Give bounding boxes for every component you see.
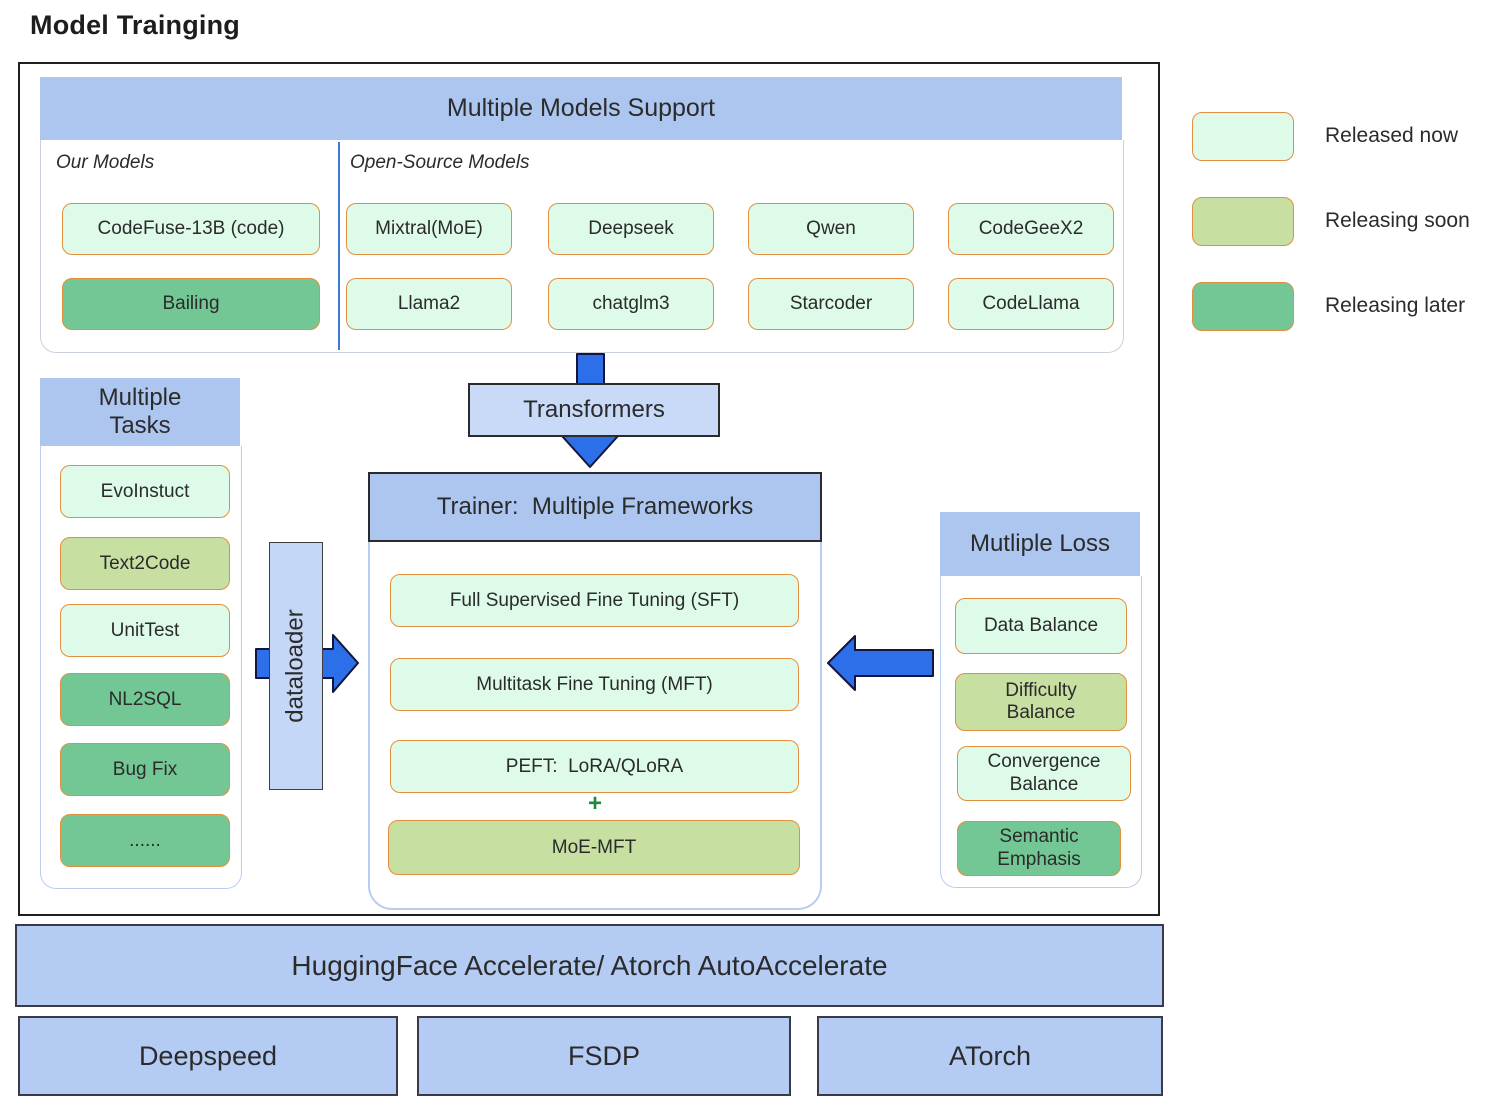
task-box-ellipsis: ...... <box>60 814 230 867</box>
model-box-deepseek: Deepseek <box>548 203 714 255</box>
legend-label-released-now: Released now <box>1325 123 1459 147</box>
model-box-codellama: CodeLlama <box>948 278 1114 330</box>
trainer-box-mft: Multitask Fine Tuning (MFT) <box>390 658 799 711</box>
models-column-divider <box>338 142 340 350</box>
legend-label-releasing-soon: Releasing soon <box>1325 208 1470 232</box>
trainer-box-moe-mft: MoE-MFT <box>388 820 800 875</box>
task-box-unittest: UnitTest <box>60 604 230 657</box>
legend-swatch-releasing-later <box>1192 282 1294 331</box>
loss-box-difficulty-balance: Difficulty Balance <box>955 673 1127 731</box>
model-box-mixtral: Mixtral(MoE) <box>346 203 512 255</box>
task-box-text2code: Text2Code <box>60 537 230 590</box>
backend-box-atorch: ATorch <box>817 1016 1163 1096</box>
model-box-qwen: Qwen <box>748 203 914 255</box>
task-box-bugfix: Bug Fix <box>60 743 230 796</box>
models-support-header: Multiple Models Support <box>40 77 1122 140</box>
trainer-header: Trainer: Multiple Frameworks <box>368 472 822 542</box>
backend-box-deepspeed: Deepspeed <box>18 1016 398 1096</box>
model-box-chatglm3: chatglm3 <box>548 278 714 330</box>
loss-box-convergence-balance: Convergence Balance <box>957 746 1131 801</box>
task-box-evoinstuct: EvoInstuct <box>60 465 230 518</box>
plus-sign: + <box>587 790 602 817</box>
model-box-llama2: Llama2 <box>346 278 512 330</box>
backend-box-fsdp: FSDP <box>417 1016 791 1096</box>
model-box-starcoder: Starcoder <box>748 278 914 330</box>
tasks-header: Multiple Tasks <box>40 378 240 446</box>
page-title: Model Trainging <box>30 10 240 40</box>
loss-box-semantic-emphasis: Semantic Emphasis <box>957 821 1121 876</box>
transformers-box: Transformers <box>468 383 720 437</box>
loss-box-data-balance: Data Balance <box>955 598 1127 654</box>
dataloader-box: dataloader <box>269 542 323 790</box>
legend-swatch-released-now <box>1192 112 1294 161</box>
loss-header: Mutliple Loss <box>940 512 1140 576</box>
accelerate-bar: HuggingFace Accelerate/ Atorch AutoAccel… <box>15 924 1164 1007</box>
trainer-box-peft: PEFT: LoRA/QLoRA <box>390 740 799 793</box>
open-source-models-label: Open-Source Models <box>350 152 530 173</box>
model-box-codegeex2: CodeGeeX2 <box>948 203 1114 255</box>
dataloader-label: dataloader <box>282 609 309 723</box>
model-box-bailing: Bailing <box>62 278 320 330</box>
legend-label-releasing-later: Releasing later <box>1325 293 1466 317</box>
task-box-nl2sql: NL2SQL <box>60 673 230 726</box>
model-box-codefuse: CodeFuse-13B (code) <box>62 203 320 255</box>
our-models-label: Our Models <box>56 152 155 173</box>
trainer-box-sft: Full Supervised Fine Tuning (SFT) <box>390 574 799 627</box>
legend-swatch-releasing-soon <box>1192 197 1294 246</box>
